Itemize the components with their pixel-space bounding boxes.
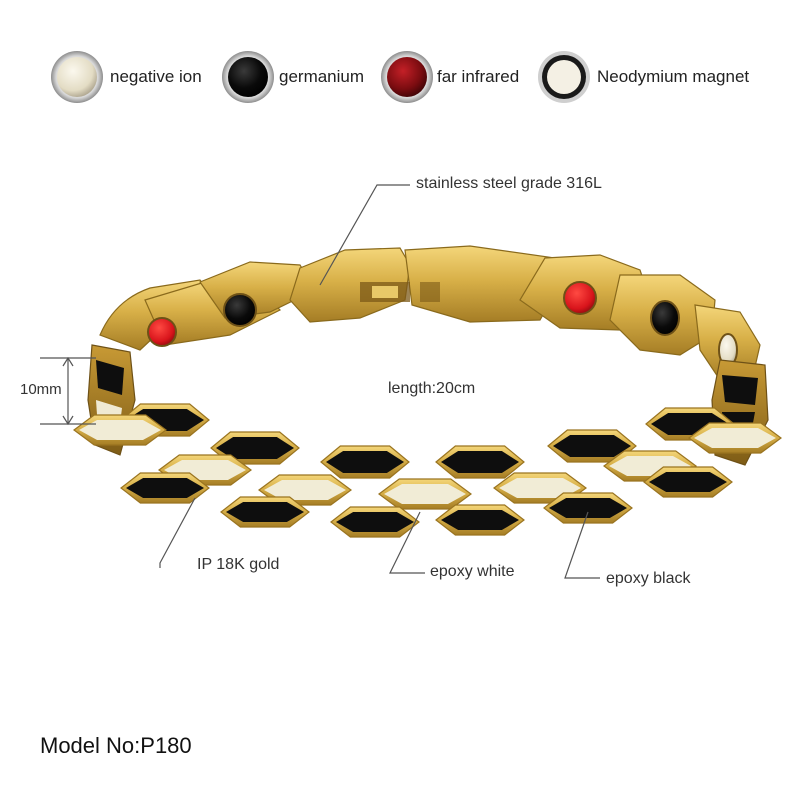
epoxy-black-inlay xyxy=(441,451,519,473)
epoxy-black-leader xyxy=(564,511,600,579)
callout-steel: stainless steel grade 316L xyxy=(416,175,602,192)
legend-label-negative-ion: negative ion xyxy=(110,67,202,86)
epoxy-black-inlay xyxy=(216,437,294,459)
epoxy-white-inlay xyxy=(384,484,466,504)
gold-leader xyxy=(159,497,196,568)
epoxy-white-inlay xyxy=(264,480,346,500)
magnet-ring-icon xyxy=(538,51,590,103)
epoxy-white-inlay xyxy=(694,428,776,448)
callout-epoxy-black: epoxy black xyxy=(606,570,691,587)
epoxy-black-inlay xyxy=(553,435,631,457)
epoxy-white-inlay xyxy=(499,478,581,498)
callout-epoxy-white: epoxy white xyxy=(430,563,515,580)
epoxy-white-leader xyxy=(389,511,425,574)
epoxy-black-inlay xyxy=(226,502,304,522)
epoxy-black-inlay xyxy=(126,478,204,498)
model-number: Model No:P180 xyxy=(40,733,192,758)
bracelet-back-row xyxy=(99,245,761,381)
legend-label-germanium: germanium xyxy=(279,67,365,86)
red-stone xyxy=(147,317,177,347)
callout-lines xyxy=(40,184,600,579)
white-stone-icon xyxy=(51,51,103,103)
epoxy-black-inlay xyxy=(326,451,404,473)
red-stone xyxy=(563,281,597,315)
epoxy-black-inlay xyxy=(336,512,414,532)
steel-leader xyxy=(319,184,410,286)
legend-label-far-infrared: far infrared xyxy=(437,67,520,86)
callout-gold: IP 18K gold xyxy=(197,556,280,573)
bracelet-front-row xyxy=(72,403,783,538)
red-stone-icon xyxy=(381,51,433,103)
legend-label-neodymium-magnet: Neodymium magnet xyxy=(597,67,750,86)
black-stone xyxy=(650,300,680,336)
bracelet xyxy=(72,245,783,538)
epoxy-black-inlay xyxy=(441,510,519,530)
black-stone-icon xyxy=(222,51,274,103)
callout-length: length:20cm xyxy=(388,380,476,397)
callout-width: 10mm xyxy=(20,381,62,398)
epoxy-black-inlay xyxy=(549,498,627,518)
black-stone xyxy=(223,293,257,327)
legend xyxy=(51,51,590,103)
epoxy-white-inlay xyxy=(79,420,161,440)
epoxy-black-inlay xyxy=(649,472,727,492)
